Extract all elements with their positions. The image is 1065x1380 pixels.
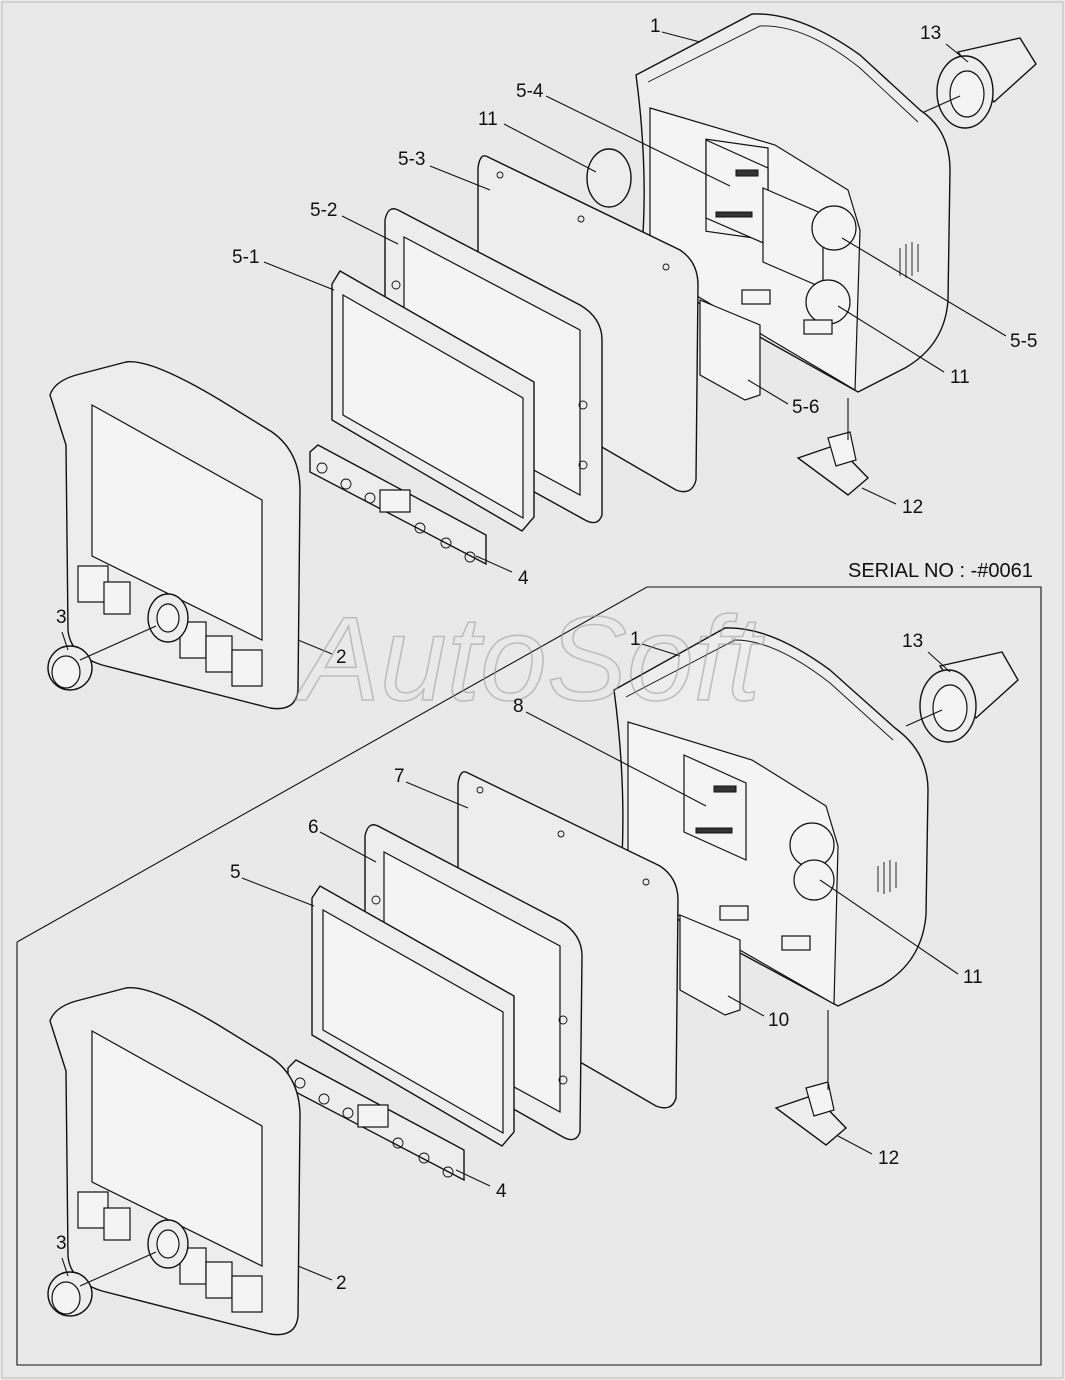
grommet-top — [936, 37, 1037, 129]
leader-lines — [61, 31, 1007, 1287]
rear-housing-bottom — [613, 627, 929, 1007]
clip-top — [796, 431, 870, 496]
callout-t-5-2: 5-2 — [310, 200, 337, 221]
front-buttons-bottom — [77, 1191, 263, 1313]
serial-boundary — [16, 586, 1042, 1366]
callout-t-5-5: 5-5 — [1010, 331, 1037, 352]
callout-t-12: 12 — [902, 497, 923, 518]
callout-t-2: 2 — [336, 647, 347, 668]
bottom-assembly — [47, 627, 1019, 1336]
callout-b-12: 12 — [878, 1148, 899, 1169]
speaker-grille-top — [899, 242, 919, 278]
front-panel-top — [49, 360, 301, 710]
callout-t-5-3: 5-3 — [398, 149, 425, 170]
callout-t-13: 13 — [920, 23, 941, 44]
callout-b-6: 6 — [308, 817, 319, 838]
speaker-grille-bottom — [877, 860, 897, 894]
callout-t-5-6: 5-6 — [792, 397, 819, 418]
callout-t-3: 3 — [56, 607, 67, 628]
callout-t-5-1: 5-1 — [232, 247, 259, 268]
cover-disc-top — [586, 148, 632, 208]
callout-b-8: 8 — [513, 696, 524, 717]
front-buttons-top — [77, 565, 263, 687]
callout-b-13: 13 — [902, 631, 923, 652]
knob-top — [47, 645, 93, 691]
callouts-top: 1 13 5-4 11 5-3 5-2 5-1 5-5 11 5-6 12 4 3 2 — [56, 16, 1037, 668]
callout-b-7: 7 — [394, 766, 405, 787]
callout-b-3: 3 — [56, 1233, 67, 1254]
rear-housing-top — [635, 13, 951, 393]
callout-b-2: 2 — [336, 1273, 347, 1294]
callout-t-5-4: 5-4 — [516, 81, 544, 102]
callout-t-4: 4 — [518, 568, 529, 589]
callout-t-11b: 11 — [950, 367, 970, 388]
callouts-bottom: 1 13 8 7 6 5 11 10 12 4 3 2 — [56, 629, 983, 1294]
clip-bottom — [774, 1081, 848, 1146]
grommet-bottom — [919, 651, 1019, 743]
callout-b-10: 10 — [768, 1010, 789, 1031]
callout-t-1: 1 — [650, 16, 661, 37]
callout-b-11: 11 — [963, 967, 983, 988]
callout-t-11a: 11 — [478, 109, 498, 130]
button-board-top — [309, 444, 487, 566]
front-panel-bottom — [49, 986, 301, 1336]
watermark: AutoSoft — [294, 592, 765, 726]
serial-number-note: SERIAL NO : -#0061 — [848, 560, 1033, 582]
lcd-panel-top — [331, 270, 535, 532]
knob-bottom — [47, 1271, 93, 1317]
top-assembly — [47, 13, 1037, 710]
button-board-bottom — [287, 1059, 465, 1182]
lcd-panel-bottom — [311, 885, 515, 1147]
callout-b-4: 4 — [496, 1181, 507, 1202]
callout-b-5: 5 — [230, 862, 241, 883]
callout-b-1: 1 — [630, 629, 641, 650]
